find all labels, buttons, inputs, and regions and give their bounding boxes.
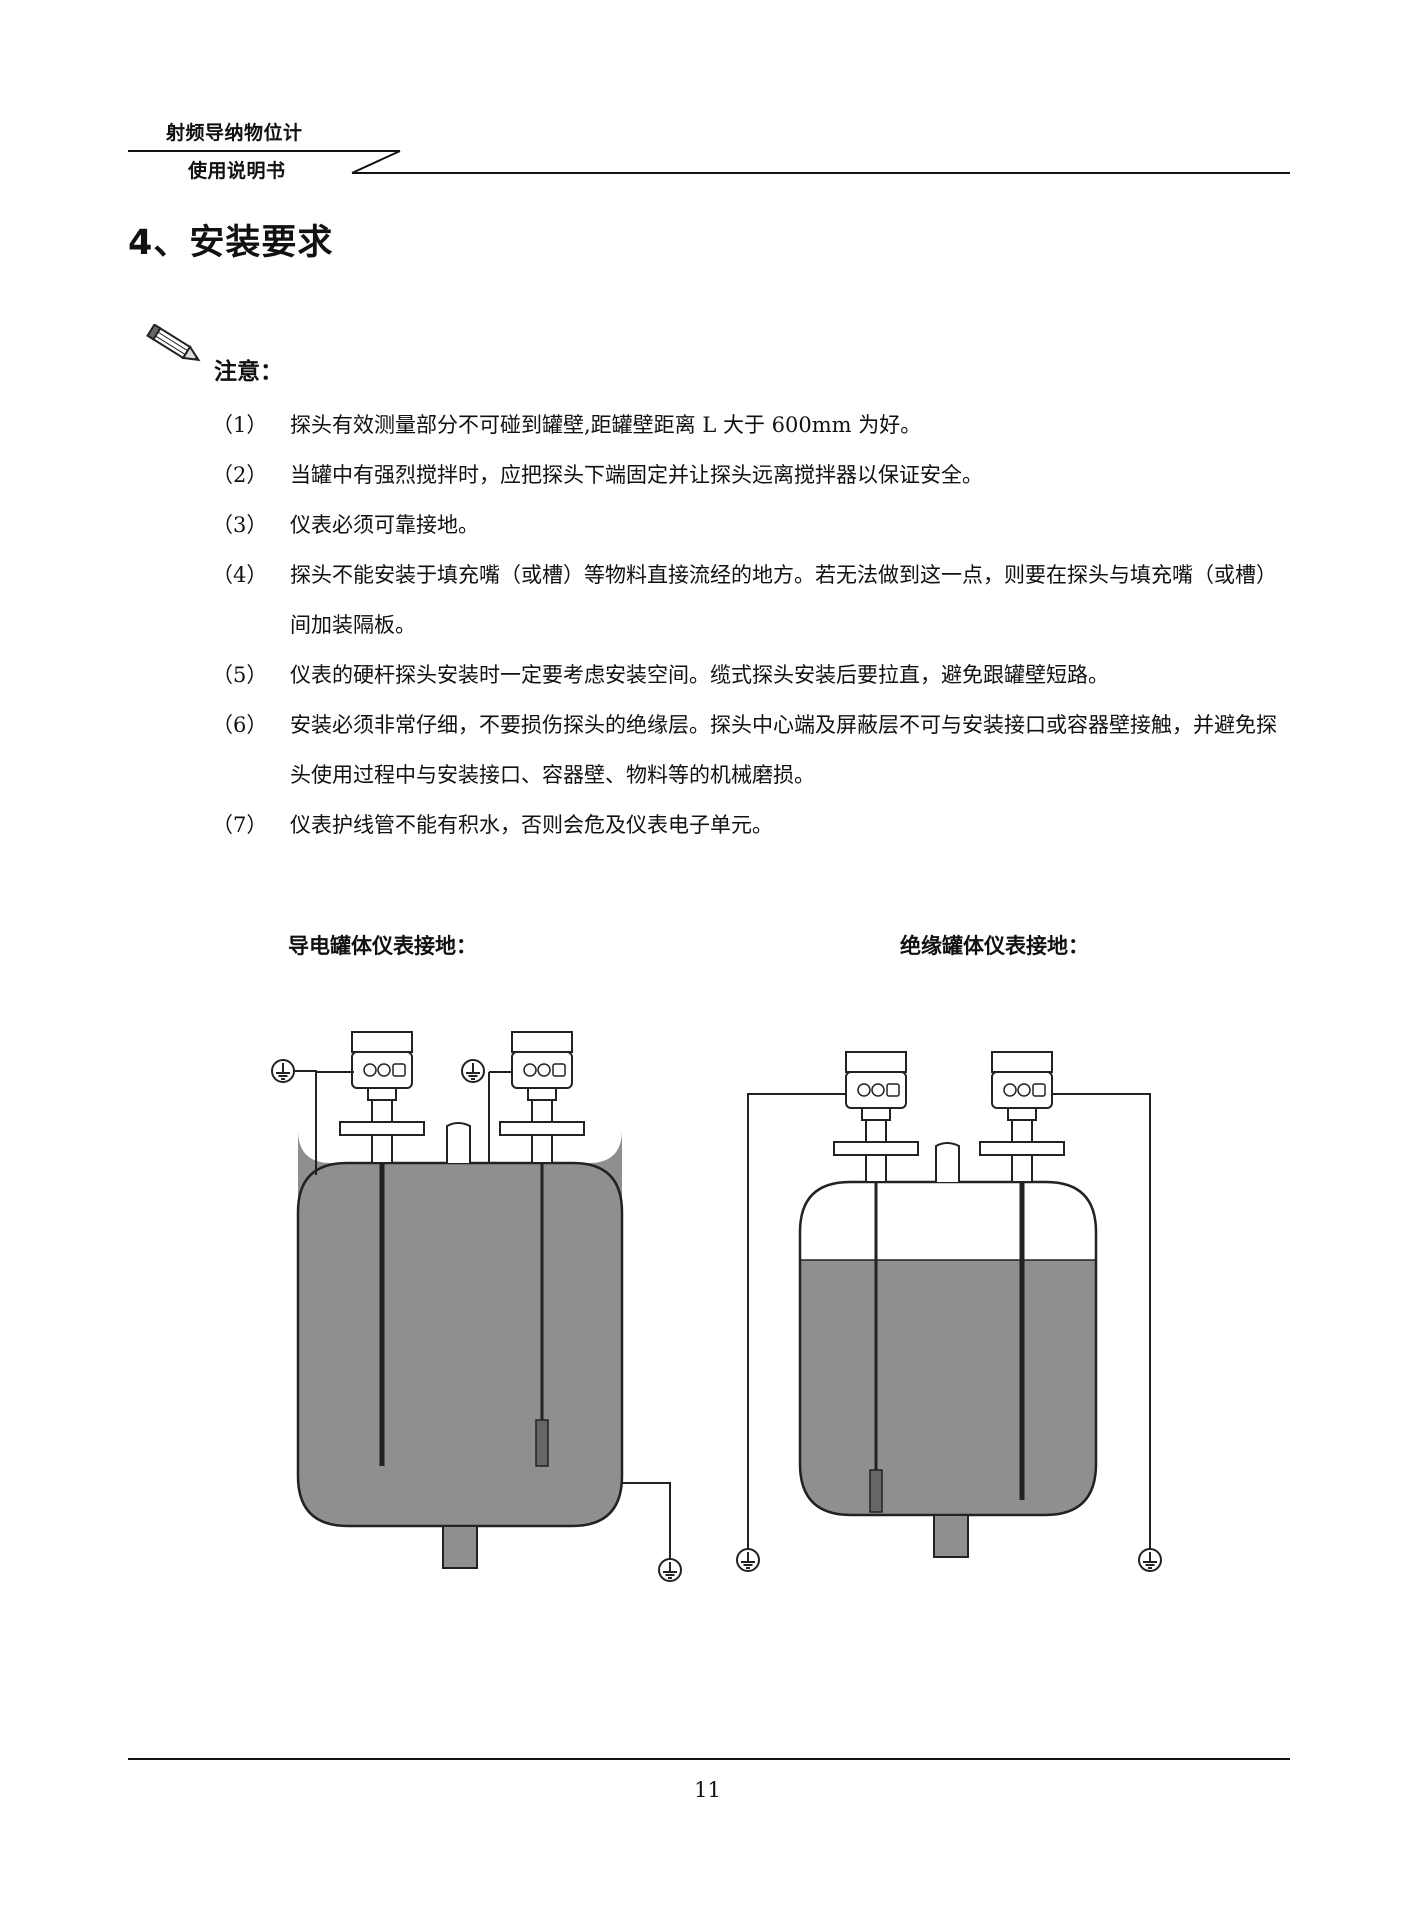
footer-rule <box>128 1758 1290 1760</box>
tank-outline <box>296 1161 624 1528</box>
manual-subtitle: 使用说明书 <box>188 160 286 182</box>
flange <box>979 1141 1065 1156</box>
transmitter-icon <box>351 1031 413 1123</box>
ground-symbol-icon <box>736 1548 760 1572</box>
ground-symbol-icon <box>461 1059 485 1083</box>
transmitter-icon <box>845 1051 907 1143</box>
section-title: 4、安装要求 <box>128 223 334 263</box>
item-number: （7） <box>212 813 268 837</box>
item-number: （5） <box>212 663 268 687</box>
transmitter-icon <box>991 1051 1053 1143</box>
ground-symbol-icon <box>658 1558 682 1582</box>
transmitter-icon <box>511 1031 573 1123</box>
item-number: （1） <box>212 413 268 437</box>
installation-notes-list: （1） 探头有效测量部分不可碰到罐壁,距罐壁距离 L 大于 600mm 为好。 （… <box>212 400 1292 850</box>
list-item: （6） 安装必须非常仔细，不要损伤探头的绝缘层。探头中心端及屏蔽层不可与安装接口或… <box>212 700 1292 800</box>
manual-product-title: 射频导纳物位计 <box>166 122 303 144</box>
item-number: （4） <box>212 563 268 587</box>
flange <box>833 1141 919 1156</box>
header-rule <box>128 150 1290 174</box>
list-item: （5） 仪表的硬杆探头安装时一定要考虑安装空间。缆式探头安装后要拉直，避免跟罐壁短… <box>212 650 1292 700</box>
conductive-tank <box>271 1031 682 1582</box>
item-text: 仪表必须可靠接地。 <box>290 513 479 537</box>
list-item: （7） 仪表护线管不能有积水，否则会危及仪表电子单元。 <box>212 800 1292 850</box>
item-text: 仪表的硬杆探头安装时一定要考虑安装空间。缆式探头安装后要拉直，避免跟罐壁短路。 <box>290 663 1109 687</box>
ground-symbol-icon <box>1138 1548 1162 1572</box>
inlet-nozzle <box>935 1142 960 1182</box>
probe-weight <box>869 1469 883 1513</box>
item-text: 仪表护线管不能有积水，否则会危及仪表电子单元。 <box>290 813 773 837</box>
insulated-tank-grounding-caption: 绝缘罐体仪表接地： <box>900 934 1089 958</box>
list-item: （1） 探头有效测量部分不可碰到罐壁,距罐壁距离 L 大于 600mm 为好。 <box>212 400 1292 450</box>
liquid <box>800 1260 1096 1515</box>
conductive-tank-grounding-caption: 导电罐体仪表接地： <box>288 934 477 958</box>
list-item: （2） 当罐中有强烈搅拌时，应把探头下端固定并让探头远离搅拌器以保证安全。 <box>212 450 1292 500</box>
outlet-pipe <box>442 1525 478 1569</box>
item-text: 探头不能安装于填充嘴（或槽）等物料直接流经的地方。若无法做到这一点，则要在探头与… <box>290 563 1277 637</box>
list-item: （4） 探头不能安装于填充嘴（或槽）等物料直接流经的地方。若无法做到这一点，则要在… <box>212 550 1292 650</box>
page-number: 11 <box>694 1778 721 1802</box>
item-text: 安装必须非常仔细，不要损伤探头的绝缘层。探头中心端及屏蔽层不可与安装接口或容器壁… <box>290 713 1277 787</box>
inlet-nozzle <box>446 1122 471 1163</box>
list-item: （3） 仪表必须可靠接地。 <box>212 500 1292 550</box>
item-number: （6） <box>212 713 268 737</box>
flange <box>339 1121 425 1136</box>
flange <box>499 1121 585 1136</box>
grounding-diagram <box>271 1031 1162 1582</box>
pencil-icon <box>146 324 201 362</box>
insulated-tank <box>736 1051 1162 1572</box>
probe-weight <box>535 1419 549 1467</box>
note-heading: 注意： <box>214 359 283 385</box>
tank-outline <box>798 1180 1098 1517</box>
outlet-pipe <box>933 1514 969 1558</box>
liquid <box>298 1130 622 1526</box>
item-number: （2） <box>212 463 268 487</box>
item-text: 当罐中有强烈搅拌时，应把探头下端固定并让探头远离搅拌器以保证安全。 <box>290 463 983 487</box>
ground-symbol-icon <box>271 1059 295 1083</box>
item-text: 探头有效测量部分不可碰到罐壁,距罐壁距离 L 大于 600mm 为好。 <box>290 413 922 437</box>
item-number: （3） <box>212 513 268 537</box>
